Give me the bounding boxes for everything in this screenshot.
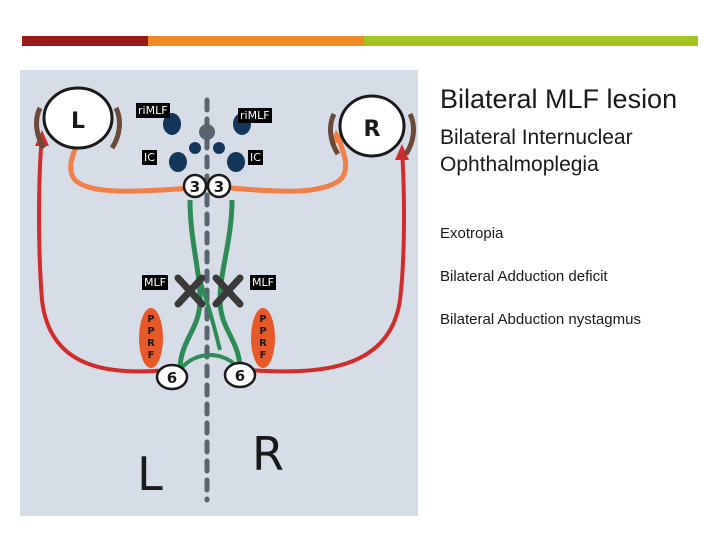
bottom-right-label: R — [252, 427, 284, 481]
subtitle-line-2: Ophthalmoplegia — [440, 153, 599, 176]
midline-nucleus-a — [189, 142, 201, 154]
svg-text:6: 6 — [167, 369, 177, 387]
slide-title: Bilateral MLF lesion — [440, 84, 678, 114]
cross-pathway-b — [198, 279, 222, 351]
pprf-left-letter-3: F — [148, 350, 155, 361]
pprf-right-letter-0: P — [259, 314, 266, 325]
brainstem-diagram: L R 3 3 — [20, 70, 418, 516]
ic-right-nucleus — [227, 152, 245, 172]
subtitle-line-1: Bilateral Internuclear — [440, 126, 633, 149]
rimlf-left-label: riMLF — [136, 103, 170, 118]
pprf-left — [139, 308, 163, 368]
right-eye: R — [328, 94, 416, 158]
pprf-right-letter-1: P — [259, 326, 266, 337]
accent-bar — [22, 36, 698, 46]
right-orange-pathway — [229, 135, 349, 194]
bullet-exotropia: Exotropia — [440, 225, 504, 242]
svg-text:6: 6 — [235, 367, 245, 385]
pprf-left-letter-0: P — [147, 314, 154, 325]
svg-text:3: 3 — [190, 178, 200, 196]
pprf-left-letter-1: P — [147, 326, 154, 337]
bottom-left-label: L — [137, 447, 163, 501]
pprf-right-letter-3: F — [260, 350, 267, 361]
pprf-left-letter-2: R — [147, 338, 155, 349]
midline-nucleus-b — [213, 142, 225, 154]
cn3-right: 3 — [206, 173, 232, 199]
left-eye: L — [34, 86, 122, 150]
pprf-right — [251, 308, 275, 368]
right-red-pathway — [247, 149, 406, 374]
cn6-right: 6 — [223, 361, 257, 389]
left-eye-label: L — [71, 109, 85, 134]
ic-right-label: IC — [248, 150, 263, 165]
accent-bar-red — [22, 36, 148, 46]
ic-left-nucleus — [169, 152, 187, 172]
pprf-right-letter-2: R — [259, 338, 267, 349]
rimlf-right-label: riMLF — [238, 108, 272, 123]
mlf-right-label: MLF — [250, 275, 276, 290]
svg-text:3: 3 — [214, 178, 224, 196]
left-lesion-x — [174, 274, 206, 308]
midline-nucleus-top — [199, 124, 215, 140]
right-eye-label: R — [364, 117, 381, 142]
bullet-adduction-deficit: Bilateral Adduction deficit — [440, 268, 608, 285]
bullet-abduction-nystagmus: Bilateral Abduction nystagmus — [440, 311, 641, 328]
cn6-left: 6 — [155, 363, 189, 391]
ic-left-label: IC — [142, 150, 157, 165]
slide-subtitle: Bilateral Internuclear Ophthalmoplegia — [440, 124, 700, 178]
mlf-left-label: MLF — [142, 275, 168, 290]
accent-bar-green — [364, 36, 698, 46]
left-red-pathway — [37, 134, 171, 374]
accent-bar-orange — [148, 36, 364, 46]
right-red-arrowhead — [395, 144, 409, 160]
right-lesion-x — [212, 274, 244, 308]
rimlf-left-nucleus — [163, 113, 181, 135]
cn3-left: 3 — [182, 173, 208, 199]
left-orange-pathway — [68, 135, 191, 194]
diagram-svg: L R 3 3 — [20, 70, 418, 516]
